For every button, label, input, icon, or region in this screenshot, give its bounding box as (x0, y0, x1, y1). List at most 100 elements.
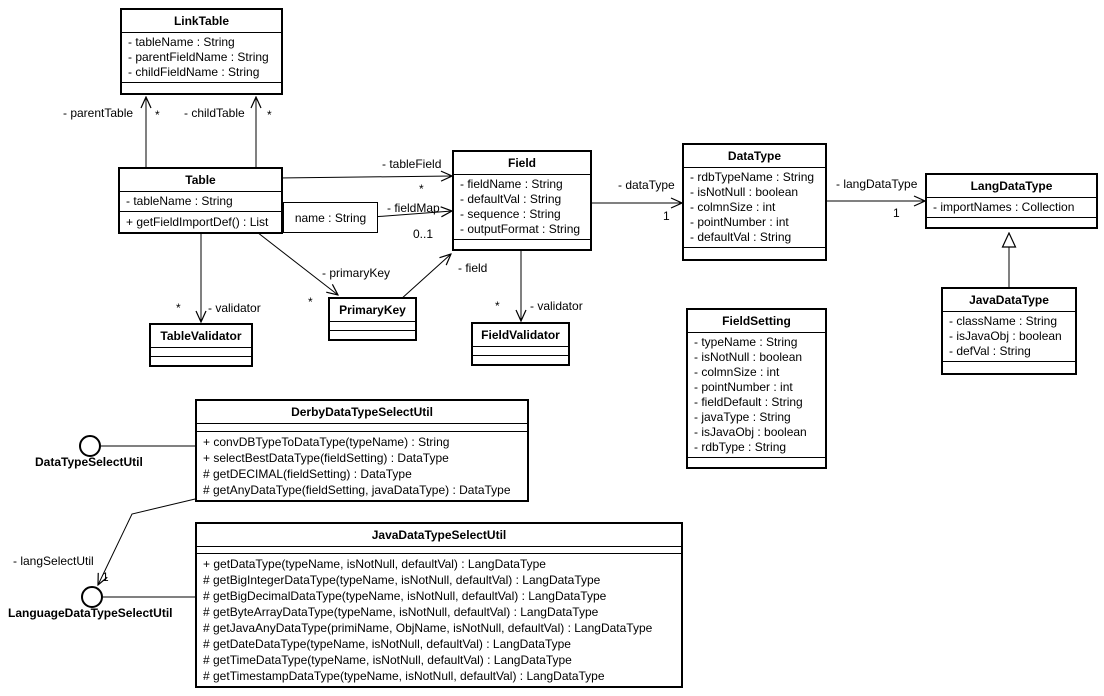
method: # getJavaAnyDataType(primiName, ObjName,… (203, 621, 653, 635)
attribute: - defaultVal : String (690, 230, 792, 244)
attribute: - childFieldName : String (128, 65, 260, 79)
class-title: Field (454, 152, 590, 175)
methods-compartment-empty (684, 248, 825, 259)
attribute: - tableName : String (126, 194, 233, 208)
assoc-primarykey-field (399, 254, 451, 301)
attribute: - importNames : Collection (933, 200, 1075, 214)
attribute: - sequence : String (460, 207, 561, 221)
attribute: - isNotNull : boolean (690, 185, 799, 199)
attribute: - colmnSize : int (694, 365, 780, 379)
methods-compartment-empty (454, 240, 590, 249)
class-tablevalidator: TableValidator (149, 323, 253, 367)
class-linktable: LinkTable - tableName : String - parentF… (120, 8, 283, 95)
class-title: JavaDataTypeSelectUtil (197, 524, 681, 547)
class-title: FieldSetting (688, 310, 825, 333)
class-primarykey: PrimaryKey (328, 297, 417, 341)
attributes-compartment-empty (197, 424, 527, 432)
class-table: Table - tableName : String + getFieldImp… (118, 167, 283, 234)
method: # getAnyDataType(fieldSetting, javaDataT… (203, 483, 511, 497)
role-label-table-field: - tableField (382, 157, 442, 171)
class-derbydatatypeselectutil: DerbyDataTypeSelectUtil + convDBTypeToDa… (195, 399, 529, 502)
method: # getByteArrayDataType(typeName, isNotNu… (203, 605, 599, 619)
role-label-lang-data-type: - langDataType (836, 177, 918, 191)
attribute: - isJavaObj : boolean (949, 329, 1062, 343)
attribute: - rdbType : String (694, 440, 787, 454)
multiplicity-primary-key: * (308, 295, 313, 309)
role-label-lang-select-util: - langSelectUtil (13, 554, 94, 568)
multiplicity-table-validator: * (176, 301, 181, 315)
attributes-compartment-empty (151, 348, 251, 357)
attribute: - tableName : String (128, 35, 235, 49)
attributes-compartment-empty (197, 547, 681, 554)
method: # getTimestampDataType(typeName, isNotNu… (203, 669, 605, 683)
role-label-parent-table: - parentTable (63, 106, 134, 120)
method: # getBigIntegerDataType(typeName, isNotN… (203, 573, 601, 587)
attribute: - rdbTypeName : String (690, 170, 815, 184)
class-title: PrimaryKey (330, 299, 415, 322)
class-datatype: DataType - rdbTypeName : String - isNotN… (682, 143, 827, 261)
attribute: - colmnSize : int (690, 200, 776, 214)
attribute: - parentFieldName : String (128, 50, 269, 64)
attribute: - pointNumber : int (690, 215, 789, 229)
role-label-field: - field (458, 261, 488, 275)
assoc-primary-key (252, 228, 338, 295)
class-field: Field - fieldName : String - defaultVal … (452, 150, 592, 251)
multiplicity-data-type: 1 (663, 209, 670, 223)
multiplicity-lang-select-util: 1 (102, 570, 109, 584)
attribute: - pointNumber : int (694, 380, 793, 394)
attribute: - defVal : String (949, 344, 1031, 358)
assoc-field-map (371, 211, 452, 218)
role-label-primary-key: - primaryKey (322, 266, 391, 280)
interface-label-datatypeselectutil: DataTypeSelectUtil (35, 455, 143, 469)
interface-lollipop-datatypeselectutil (79, 435, 101, 457)
method: # getDateDataType(typeName, isNotNull, d… (203, 637, 571, 651)
attribute: - isJavaObj : boolean (694, 425, 807, 439)
method: # getTimeDataType(typeName, isNotNull, d… (203, 653, 572, 667)
attribute: - defaultVal : String (460, 192, 562, 206)
interface-label-languagedatatypeselectutil: LanguageDataTypeSelectUtil (8, 606, 173, 620)
attributes-compartment-empty (473, 347, 568, 356)
method: + getDataType(typeName, isNotNull, defau… (203, 557, 546, 571)
methods-compartment-empty (122, 83, 281, 93)
multiplicity-lang-data-type: 1 (893, 206, 900, 220)
class-title: Table (120, 169, 281, 192)
methods-compartment-empty (330, 331, 415, 339)
attribute: - className : String (949, 314, 1058, 328)
class-javadatatypeselectutil: JavaDataTypeSelectUtil + getDataType(typ… (195, 522, 683, 688)
method: + getFieldImportDef() : List (126, 215, 269, 229)
multiplicity-child-table: * (267, 108, 272, 122)
dep-lang-select-util (98, 494, 213, 585)
class-title: FieldValidator (473, 324, 568, 347)
multiplicity-field-map: 0..1 (413, 227, 434, 241)
class-title: LinkTable (122, 10, 281, 33)
methods-compartment-empty (927, 218, 1096, 227)
multiplicity-parent-table: * (155, 108, 160, 122)
multiplicity-field-validator: * (495, 299, 500, 313)
qualifier-name-string: name : String (283, 202, 378, 233)
multiplicity-table-field: * (419, 182, 424, 196)
class-title: LangDataType (927, 175, 1096, 198)
class-langdatatype: LangDataType - importNames : Collection (925, 173, 1098, 229)
methods-compartment-empty (943, 362, 1075, 373)
role-label-field-map: - fieldMap (387, 201, 440, 215)
class-fieldsetting: FieldSetting - typeName : String - isNot… (686, 308, 827, 469)
attributes-compartment-empty (330, 322, 415, 331)
attribute: - javaType : String (694, 410, 791, 424)
methods-compartment-empty (473, 356, 568, 364)
attribute: - outputFormat : String (460, 222, 581, 236)
method: + convDBTypeToDataType(typeName) : Strin… (203, 435, 450, 449)
class-title: DataType (684, 145, 825, 168)
attribute: - fieldName : String (460, 177, 563, 191)
method: + selectBestDataType(fieldSetting) : Dat… (203, 451, 449, 465)
class-title: JavaDataType (943, 289, 1075, 312)
class-fieldvalidator: FieldValidator (471, 322, 570, 366)
role-label-table-validator: - validator (208, 301, 261, 315)
class-title: TableValidator (151, 325, 251, 348)
methods-compartment-empty (151, 357, 251, 365)
attribute: - typeName : String (694, 335, 798, 349)
role-label-data-type: - dataType (618, 178, 675, 192)
class-title: DerbyDataTypeSelectUtil (197, 401, 527, 424)
method: # getDECIMAL(fieldSetting) : DataType (203, 467, 412, 481)
